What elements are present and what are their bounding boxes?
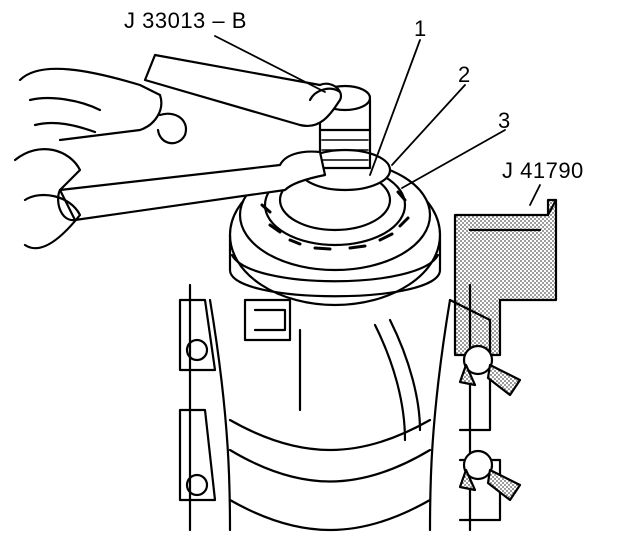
leader-lines — [214, 35, 541, 206]
upper-wrench — [143, 53, 343, 128]
hands — [13, 67, 188, 250]
compressor-body — [178, 283, 502, 532]
callout-2: 2 — [458, 62, 471, 87]
callout-tool-j41790: J 41790 — [502, 158, 584, 183]
callout-tool-j33013b: J 33013 – B — [124, 8, 247, 33]
callout-1: 1 — [414, 16, 427, 41]
callout-3: 3 — [498, 108, 511, 133]
wing-nuts — [458, 344, 522, 502]
spanner-wrench — [57, 150, 327, 222]
